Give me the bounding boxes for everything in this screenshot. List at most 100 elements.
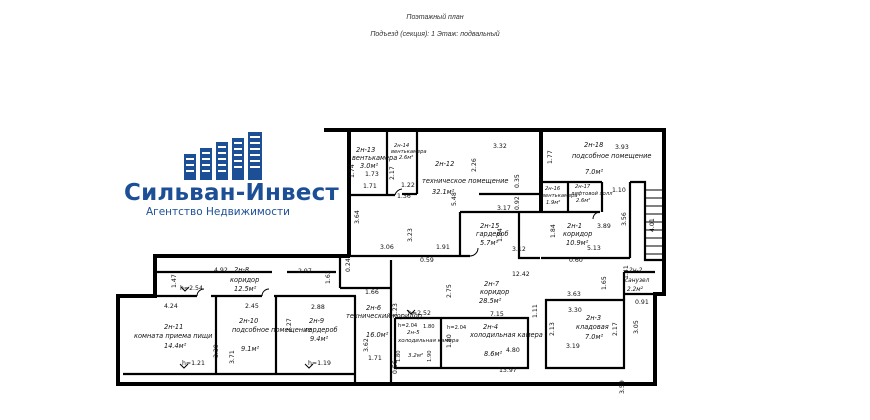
dim: 2.75 [446, 284, 453, 298]
room-15-area: 5.7м² [480, 239, 498, 247]
dim: 3.64 [354, 210, 361, 224]
dim: 3.93 [615, 144, 629, 151]
dim: 0.24 [345, 258, 352, 272]
room-3-id: 2н-3 [586, 314, 601, 322]
room-13-id: 2н-13 [356, 146, 375, 154]
dim: 3.17 [497, 205, 511, 212]
door-arc-12 [469, 247, 479, 257]
dim: 3.19 [566, 343, 580, 350]
room-13-name: вентькамера [352, 154, 397, 162]
room-18-area: 7.0м² [585, 168, 603, 176]
room-7-area: 28.5м² [479, 297, 502, 305]
dim: 1.80 [446, 334, 453, 348]
dim: 3.39 [213, 344, 220, 358]
room-15-name: гардероб [476, 230, 509, 238]
room-10-id: 2н-10 [239, 317, 258, 325]
wall-storage [544, 298, 626, 370]
dim-1397: 13.97 [499, 367, 517, 374]
room-5-area: 3.2м² [408, 352, 424, 359]
dim: 0.92 [514, 196, 521, 210]
room-13-area: 3.0м² [360, 162, 378, 170]
dim: 1.84 [497, 228, 504, 242]
dim: 2.26 [471, 158, 478, 172]
room-4-name: холодильная камера [469, 331, 543, 339]
room-3-area: 7.0м² [585, 333, 603, 341]
dim: 0.35 [514, 174, 521, 188]
dim: 3.56 [621, 212, 628, 226]
dim: 1.84 [550, 224, 557, 238]
marker-h121 [179, 363, 189, 369]
dim: 2.45 [245, 303, 259, 310]
stair-steps [645, 189, 664, 255]
dim: 5.13 [587, 245, 601, 252]
room-9-id: 2н-9 [309, 317, 324, 325]
room-18-id: 2н-18 [584, 141, 603, 149]
wall-cold-box [393, 316, 530, 370]
room-7-id: 2н-7 [484, 280, 500, 288]
wall-1-right [541, 182, 632, 260]
dim: 3.32 [493, 143, 507, 150]
dim: 1.80 [423, 324, 435, 330]
room-11-name: комната приема пищи [134, 332, 213, 340]
stair [630, 180, 664, 262]
dim: 1.23 [392, 303, 399, 317]
room-17-area: 2.6м² [576, 198, 590, 204]
dim: 3.62 [363, 338, 370, 352]
dim-060: 0.60 [569, 257, 583, 264]
dim: 4.92 [214, 267, 228, 274]
dim: 1.73 [365, 171, 379, 178]
room-labels: 2н-13 вентькамера 3.0м² 2н-14 вентькамер… [134, 141, 651, 359]
h204b: h=2.04 [447, 325, 467, 331]
room-12-area: 32.1м² [432, 188, 455, 196]
dim: 3.23 [407, 228, 414, 242]
wall-wc [622, 270, 655, 300]
room-15-id: 2н-15 [480, 222, 499, 230]
room-16-area: 1.9м² [546, 200, 560, 206]
room-5-id: 2н-5 [407, 330, 420, 336]
room-16-id: 2н-16 [545, 186, 561, 192]
dim: 1.66 [365, 289, 379, 296]
room-14-area: 2.6м² [399, 155, 413, 161]
dim: 4.01 [649, 218, 656, 232]
dim-359: 3.59 [619, 380, 626, 394]
room-11-area: 14.4м² [164, 342, 187, 350]
room-8-area: 12.5м² [234, 285, 257, 293]
marker-h254 [180, 286, 190, 292]
wall-15-box [458, 210, 541, 260]
dimension-labels: 1.73 1.74 1.71 2.17 1.22 1.36 3.32 2.26 … [164, 143, 656, 394]
dim: 2.88 [311, 304, 325, 311]
dim: 0.56 [392, 360, 399, 374]
h254: h=2.54 [180, 285, 203, 292]
room-18-name: подсобное помещение [572, 152, 651, 160]
dim: 1.71 [363, 183, 377, 190]
room-17-name: лифтовой холл [570, 191, 613, 197]
room-10-area: 9.1м² [241, 345, 259, 353]
dim: 5.48 [451, 192, 458, 206]
dim: 1.11 [532, 304, 539, 318]
dim: 3.71 [229, 350, 236, 364]
room-14-id: 2н-14 [394, 143, 409, 149]
room-4-area: 8.6м² [484, 350, 502, 358]
room-7-name: коридор [480, 288, 509, 296]
dim: 3.30 [568, 307, 582, 314]
room-14-name: вентькамера [391, 149, 427, 155]
logo-tagline: Агентство Недвижимости [146, 206, 290, 218]
dim: 4.24 [164, 303, 178, 310]
dim: 1.71 [368, 355, 382, 362]
room-6-name: технический коридор [346, 312, 422, 320]
room-16-name: вентькамера [542, 193, 578, 199]
dim: 3.12 [512, 246, 526, 253]
room-2-id: 2н-2 [629, 268, 643, 274]
room-17-id: 2н-17 [575, 184, 591, 190]
room-6-area: 16.0м² [366, 331, 389, 339]
room-6-id: 2н-6 [366, 304, 381, 312]
dim: 1.74 [349, 164, 356, 178]
doors [196, 188, 601, 297]
dim: 2.17 [389, 166, 396, 180]
door-arc-8a [196, 288, 205, 297]
dim: 1.41 [623, 265, 630, 279]
dim: 1.80 [396, 350, 402, 362]
room-10-name: подсобное помещение [232, 326, 311, 334]
dim: 2.13 [549, 322, 556, 336]
